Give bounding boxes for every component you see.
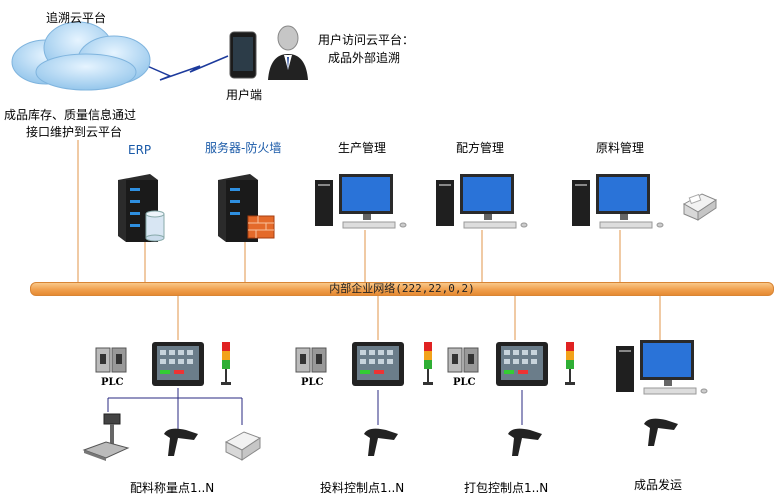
signal-tower-icon <box>423 342 433 385</box>
material-mgmt-label: 原料管理 <box>596 141 645 155</box>
desktop-computer-icon <box>616 340 708 395</box>
recipe-desktop <box>436 174 528 229</box>
hmi-panel-icon <box>496 342 548 386</box>
label-printer-icon <box>224 431 262 461</box>
wireless-link-icon <box>137 55 229 81</box>
weighing-station-label: 配料称量点1..N <box>130 481 215 495</box>
recipe-mgmt-label: 配方管理 <box>456 141 505 155</box>
internal-network-bus: 内部企业网络(222,22,0,2) <box>30 282 774 296</box>
interface-note-line2: 接口维护到云平台 <box>26 125 123 139</box>
barcode-scanner-icon <box>364 428 398 456</box>
shipping-station-label: 成品发运 <box>634 478 683 492</box>
cloud-icon <box>11 21 151 91</box>
barcode-scanner-icon <box>508 428 542 456</box>
signal-tower-icon <box>221 342 231 385</box>
weighing-plc-label: PLC <box>101 377 124 388</box>
material-desktop <box>572 174 664 229</box>
tablet-icon <box>229 31 257 79</box>
production-mgmt-label: 生产管理 <box>338 141 387 155</box>
user-access-line2: 成品外部追溯 <box>328 51 401 65</box>
firewall-icon <box>247 215 275 239</box>
shipping-desktop <box>616 340 708 395</box>
plc-icon <box>295 347 327 373</box>
label-printer-icon <box>682 193 718 221</box>
interface-note-line1: 成品库存、质量信息通过 <box>4 108 137 122</box>
server-firewall <box>218 174 275 242</box>
desktop-computer-icon <box>436 174 528 229</box>
server-firewall-label: 服务器-防火墙 <box>205 141 282 155</box>
internal-network-label: 内部企业网络(222,22,0,2) <box>329 282 475 295</box>
plc-icon <box>95 347 127 373</box>
cloud-platform <box>6 14 156 94</box>
erp-label: ERP <box>128 143 152 157</box>
user-access-line1: 用户访问云平台： <box>318 33 415 47</box>
plc-icon <box>447 347 479 373</box>
erp-server <box>118 174 165 242</box>
packing-plc-label: PLC <box>453 377 476 388</box>
packing-station-label: 打包控制点1..N <box>464 481 549 495</box>
feeding-station-label: 投料控制点1..N <box>320 481 405 495</box>
database-icon <box>145 210 165 242</box>
user-device-label: 用户端 <box>226 88 263 102</box>
production-desktop <box>315 174 407 229</box>
barcode-scanner-icon <box>164 428 198 456</box>
desktop-computer-icon <box>315 174 407 229</box>
desktop-computer-icon <box>572 174 664 229</box>
feeding-plc-label: PLC <box>301 377 324 388</box>
hmi-panel-icon <box>152 342 204 386</box>
user-icon <box>268 25 308 80</box>
barcode-scanner-icon <box>644 418 678 446</box>
signal-tower-icon <box>565 342 575 385</box>
hmi-panel-icon <box>352 342 404 386</box>
platform-scale-icon <box>82 413 130 461</box>
cloud-title: 追溯云平台 <box>46 11 107 25</box>
